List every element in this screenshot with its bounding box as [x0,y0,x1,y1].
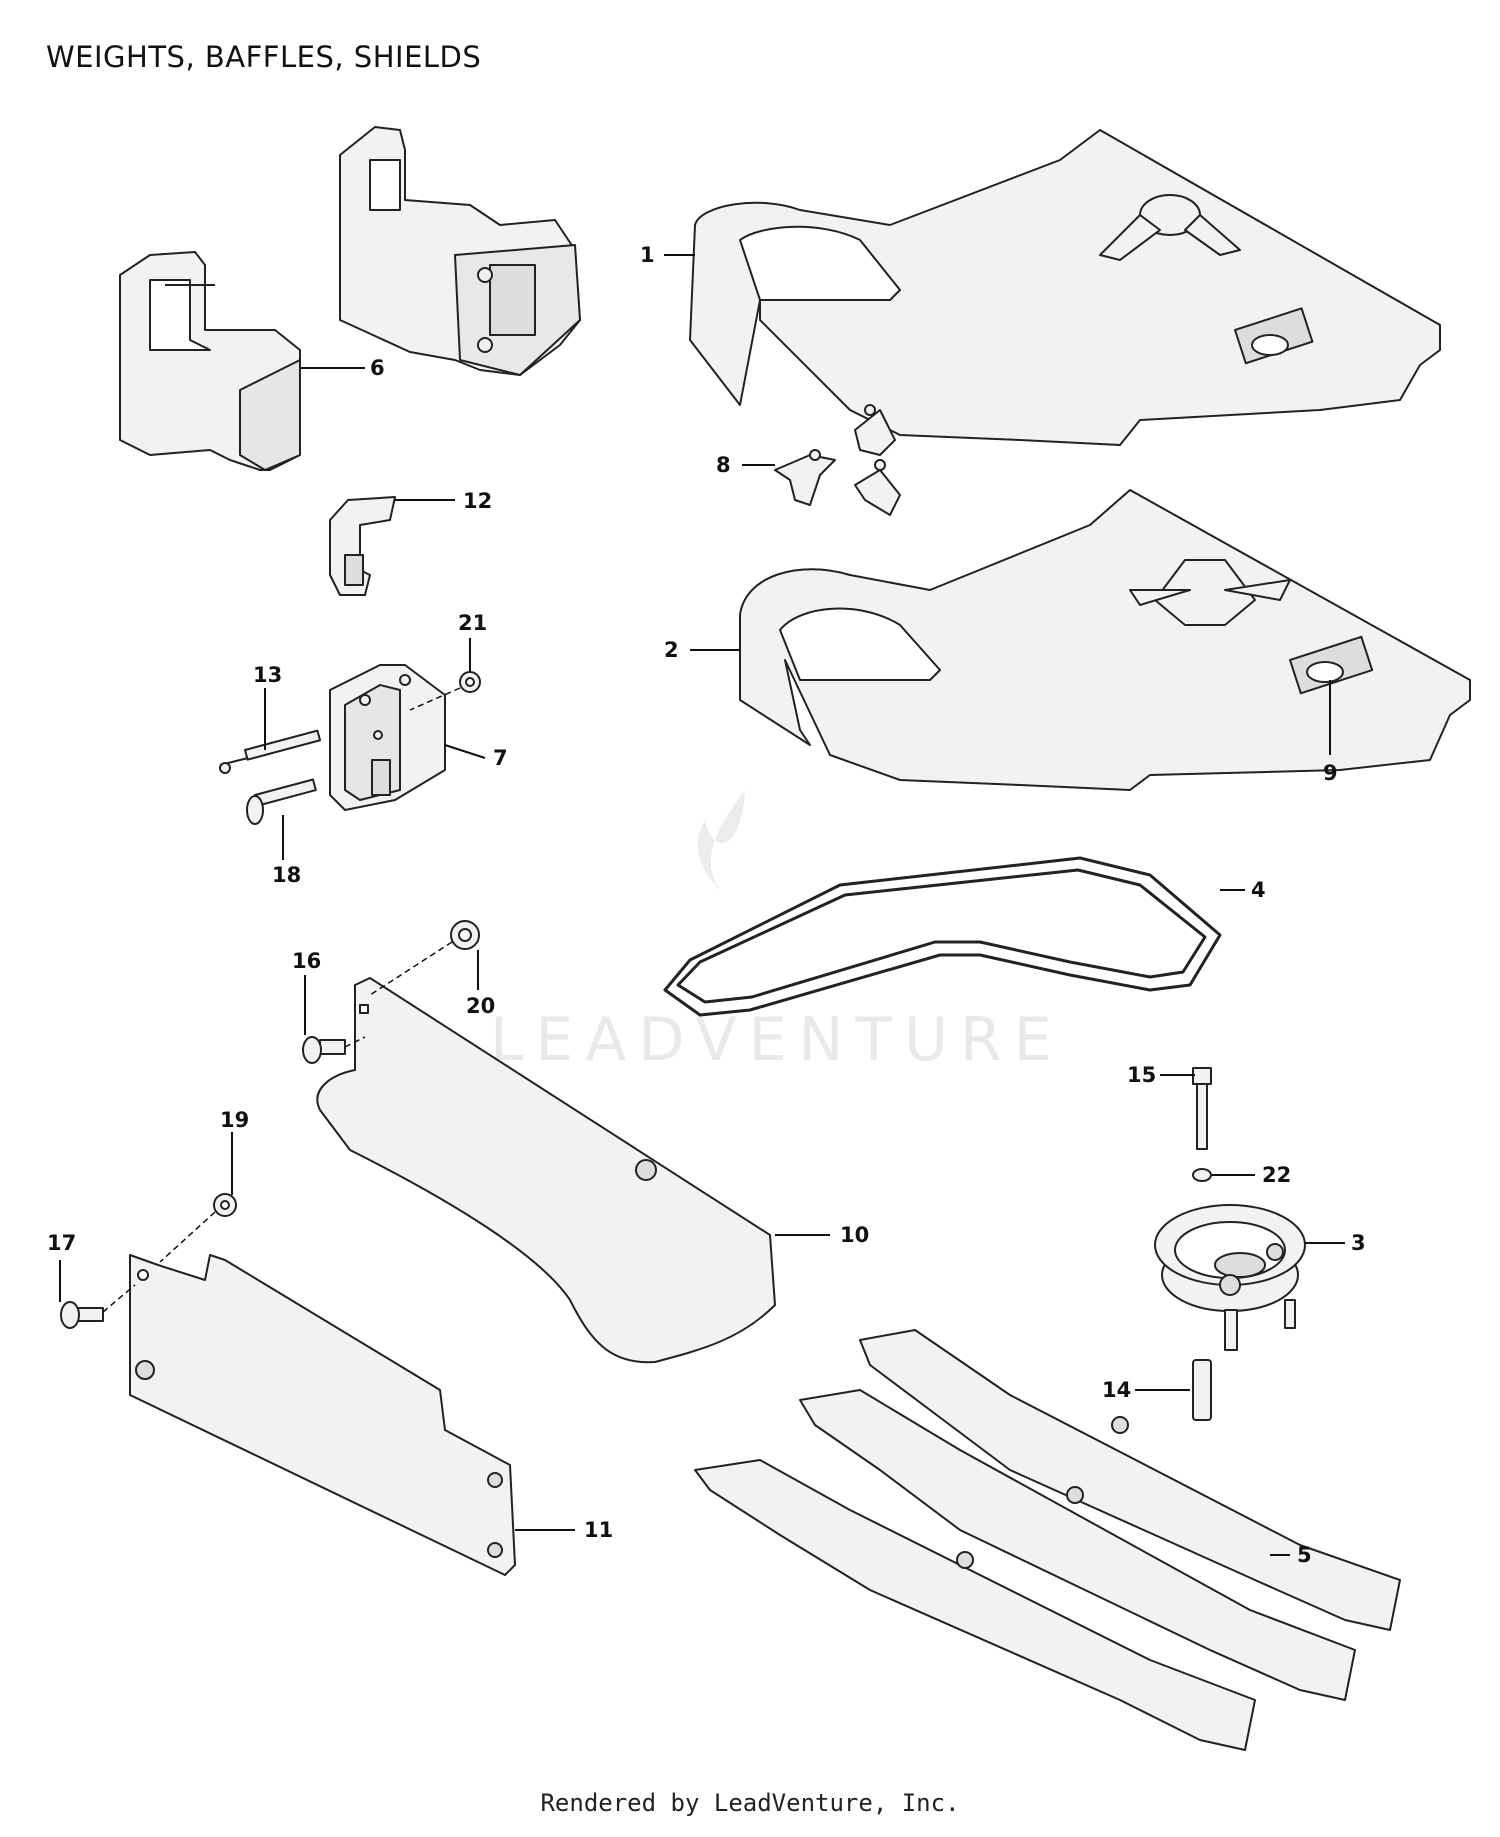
flame-logo-icon [697,790,745,890]
nut-20-hole [458,928,472,942]
drive-belt [663,856,1222,1017]
assembly-line-16 [344,1036,366,1048]
callout-1: 1 [640,243,655,267]
callout-3: 3 [1351,1231,1366,1255]
callout-7: 7 [493,746,508,770]
washer-22 [1192,1168,1212,1182]
callout-8: 8 [716,453,731,477]
callout-5: 5 [1297,1543,1312,1567]
assembly-line-20 [369,941,453,996]
callout-14: 14 [1102,1378,1131,1402]
watermark-text: LEADVENTURE [490,1005,1064,1075]
spacer-14 [1192,1359,1212,1421]
baffle-1 [689,129,1441,446]
callout-15: 15 [1127,1063,1156,1087]
callout-10: 10 [840,1223,869,1247]
callout-16: 16 [292,949,321,973]
callout-2: 2 [664,638,679,662]
nut-19-hole [220,1200,230,1210]
shield-plate-11 [129,1254,516,1576]
knobs-8 [774,404,901,516]
callout-17: 17 [47,1231,76,1255]
callout-18: 18 [272,863,301,887]
bolt-18 [246,778,317,825]
callout-19: 19 [220,1108,249,1132]
bolt-17 [60,1301,104,1329]
callout-11: 11 [584,1518,613,1542]
suitcase-weight-front [119,251,301,471]
weight-bracket [329,664,446,811]
page-title: WEIGHTS, BAFFLES, SHIELDS [46,40,482,74]
pulley-3 [1154,1204,1306,1351]
callout-12: 12 [463,489,492,513]
baffle-2 [739,489,1471,791]
assembly-line-21 [409,687,461,711]
callout-9: 9 [1323,761,1338,785]
assembly-line-17 [102,1284,136,1313]
callout-6: 6 [370,356,385,380]
callout-20: 20 [466,994,495,1018]
blades-5 [694,1329,1401,1751]
clip-part [329,496,396,596]
callout-4: 4 [1251,878,1266,902]
assembly-line-19 [159,1211,216,1263]
leader-7 [444,744,486,759]
callout-22: 22 [1262,1163,1291,1187]
bolt-15 [1192,1067,1212,1150]
callout-13: 13 [253,663,282,687]
callout-21: 21 [458,611,487,635]
watermark: LEADVENTURE [490,790,1064,1075]
shield-10 [316,977,776,1364]
nut-21-hole [465,677,475,687]
pin-13 [219,729,322,774]
footer-credit: Rendered by LeadVenture, Inc. [540,1789,960,1817]
bolt-16 [302,1036,346,1064]
suitcase-weight-rear [339,126,581,376]
